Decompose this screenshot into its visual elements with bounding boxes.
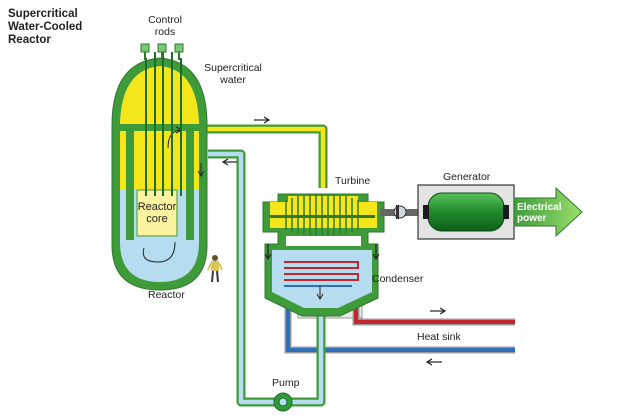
label-condenser: Condenser <box>372 273 424 285</box>
label-turbine: Turbine <box>335 175 371 187</box>
label-electrical-power-line2: power <box>517 213 547 224</box>
title-line-1: Supercritical <box>8 8 78 20</box>
label-pump: Pump <box>272 377 300 389</box>
feedwater-loop <box>208 149 326 407</box>
label-electrical-power-line1: Electrical <box>517 202 562 213</box>
label-reactor: Reactor <box>148 289 185 301</box>
label-control-rods-line1: Control <box>148 14 182 26</box>
label-control-rods: Control rods <box>140 14 190 38</box>
turbine-condenser <box>262 193 385 317</box>
label-control-rods-line2: rods <box>154 26 176 38</box>
label-sc-water-line1: Supercritical <box>204 62 262 74</box>
label-reactor-core-line1: Reactor <box>137 201 177 213</box>
label-reactor-core: Reactor core <box>137 201 177 225</box>
label-generator: Generator <box>443 171 491 183</box>
label-reactor-core-line2: core <box>146 213 168 225</box>
generator <box>417 184 515 240</box>
control-rods <box>140 43 184 196</box>
person-figure <box>207 255 223 283</box>
label-heat-sink: Heat sink <box>417 331 461 343</box>
title-line-3: Reactor <box>8 34 51 46</box>
reactor-vessel <box>111 57 208 291</box>
flow-arrows <box>221 116 447 366</box>
label-electrical-power: Electrical power <box>517 202 561 224</box>
turbine-shaft <box>380 205 422 219</box>
pump <box>273 392 293 412</box>
steam-line <box>200 124 328 188</box>
electrical-power-arrow <box>513 186 583 238</box>
diagram-title: Supercritical Water-Cooled Reactor <box>8 8 128 47</box>
title-line-2: Water-Cooled <box>8 21 83 33</box>
label-sc-water-line2: water <box>220 74 246 86</box>
label-supercritical-water: Supercritical water <box>194 62 272 86</box>
